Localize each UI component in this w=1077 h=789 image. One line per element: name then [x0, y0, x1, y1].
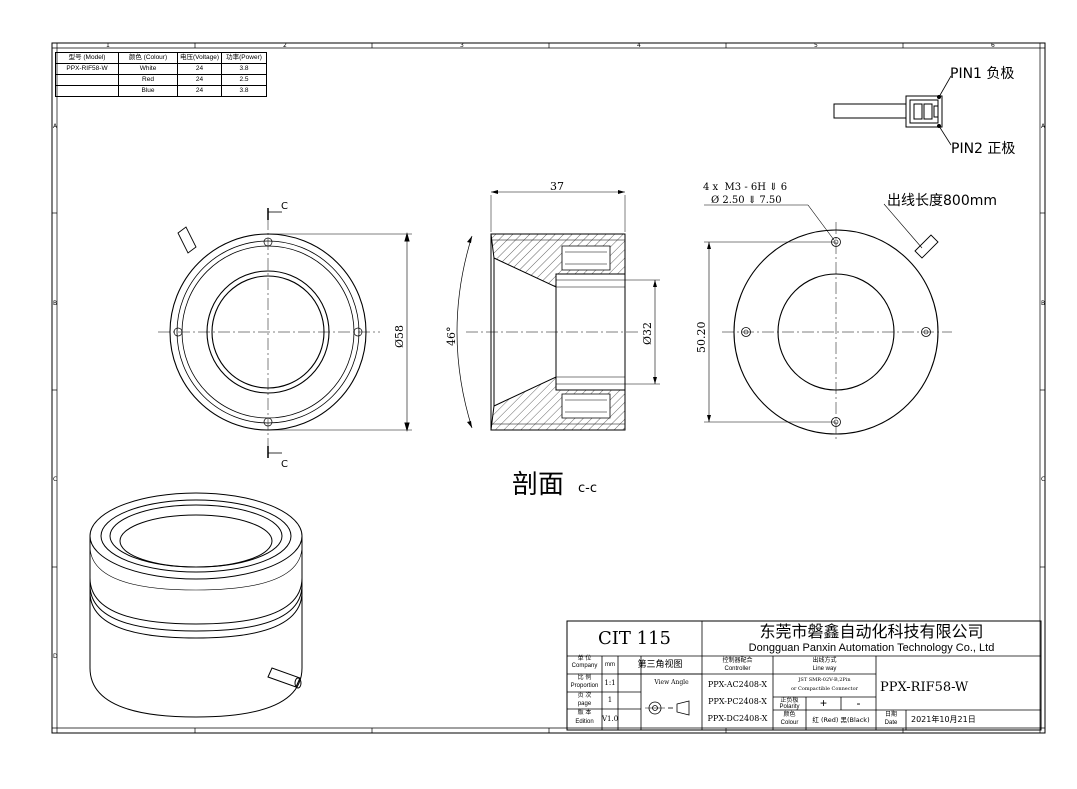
pin2-label: PIN2 正极 — [951, 141, 1015, 157]
colour-label-en: Colour — [780, 720, 799, 726]
spec-cell — [55, 74, 119, 86]
controller-label-cn: 控制器配合 — [722, 658, 753, 664]
page-label-en: page — [577, 701, 592, 707]
col-number: 1 — [106, 42, 110, 49]
dim-outer-diameter: Ø58 — [393, 325, 406, 348]
section-marker-bottom: C — [281, 459, 288, 470]
spec-table: 型号 (Model) 颜色 (Colour) 电压(Voltage) 功率(Po… — [55, 52, 268, 97]
table-row: Blue 24 3.8 — [55, 85, 268, 97]
proportion-label-en: Proportion — [570, 683, 599, 689]
doc-number: CIT 115 — [598, 628, 671, 649]
col-number: 3 — [460, 42, 464, 49]
spec-cell: 24 — [176, 85, 223, 97]
company-name-cn: 东莞市磐鑫自动化科技有限公司 — [759, 622, 984, 641]
front-view — [158, 208, 412, 458]
polarity-label-cn: 正负极 — [780, 698, 799, 704]
edition-value: V1.0 — [602, 715, 619, 723]
polarity-minus: - — [856, 696, 861, 710]
spec-cell: 2.5 — [221, 74, 268, 86]
spec-cell — [55, 85, 119, 97]
row-letter: A — [53, 123, 58, 130]
section-view — [456, 190, 660, 431]
company-name-en: Dongguan Panxin Automation Technology Co… — [748, 642, 995, 654]
drawing-frame — [51, 42, 1046, 734]
page-value: 1 — [607, 696, 613, 704]
dim-cone-angle: 46° — [445, 327, 458, 347]
title-block: CIT 115 东莞市磐鑫自动化科技有限公司 Dongguan Panxin A… — [567, 621, 1041, 730]
hole-spec-line2: Ø 2.50 ⇓ 7.50 — [711, 195, 782, 206]
spec-header-voltage: 电压(Voltage) — [176, 52, 223, 64]
unit-label-en: Company — [571, 663, 598, 669]
controller-item: PPX-AC2408-X — [707, 680, 768, 689]
spec-cell: 3.8 — [221, 63, 268, 75]
spec-cell: 24 — [176, 74, 223, 86]
controller-item: PPX-DC2408-X — [707, 714, 768, 723]
spec-header-power: 功率(Power) — [221, 52, 268, 64]
page-label: 页 次 — [577, 693, 592, 699]
edition-label: 版 本 — [577, 710, 592, 716]
unit-value: mm — [605, 662, 615, 668]
spec-header-model: 型号 (Model) — [55, 52, 119, 64]
row-letter: C — [53, 476, 57, 483]
lineway-label-cn: 出线方式 — [812, 658, 837, 664]
frame-column-numbers: 1 2 3 4 5 6 — [106, 42, 995, 49]
edition-label-en: Edition — [575, 719, 594, 725]
spec-cell: PPX-RIF58-W — [55, 63, 119, 75]
pin1-label: PIN1 负极 — [950, 66, 1014, 82]
row-letter: A — [1041, 123, 1046, 130]
third-angle-symbol — [645, 700, 690, 716]
row-letter: C — [1041, 476, 1045, 483]
row-letter: B — [53, 300, 57, 307]
lineway-value-1: JST SMR-02V-B,2Pin — [798, 677, 851, 683]
connector-diagram — [833, 75, 952, 146]
spec-cell: 24 — [176, 63, 223, 75]
date-label-en: Date — [884, 720, 898, 726]
spec-cell: White — [118, 63, 178, 75]
controller-item: PPX-PC2408-X — [708, 697, 767, 706]
controller-label-en: Controller — [724, 666, 751, 672]
hole-spec-line1: 4 x M3 - 6H ⇓ 6 — [703, 182, 787, 193]
view-angle-en: View Angle — [654, 679, 689, 686]
cable-length-label: 出线长度800mm — [887, 193, 997, 209]
view-angle-cn: 第三角视图 — [637, 660, 683, 670]
dim-pitch-circle: 50.20 — [695, 322, 708, 354]
proportion-label: 比 例 — [577, 675, 592, 681]
rear-view — [704, 203, 952, 442]
colour-label-cn: 颜色 — [783, 712, 796, 718]
lineway-value-2: or Compactible Connector — [791, 686, 858, 692]
model-number: PPX-RIF58-W — [880, 680, 969, 695]
col-number: 2 — [283, 42, 287, 49]
spec-cell: Blue — [118, 85, 178, 97]
lineway-label-en: Line way — [812, 666, 837, 672]
row-letter: D — [53, 653, 58, 660]
table-row: PPX-RIF58-W White 24 3.8 — [55, 63, 268, 75]
col-number: 4 — [637, 42, 641, 49]
table-row: Red 24 2.5 — [55, 74, 268, 86]
col-number: 6 — [991, 42, 995, 49]
section-marker-top: C — [281, 201, 288, 212]
polarity-plus: + — [819, 696, 827, 710]
dim-inner-diameter: Ø32 — [641, 322, 654, 345]
title-block-grid — [566, 620, 1042, 731]
frame-row-letters: A B C D A B C — [53, 123, 1046, 660]
date-value: 2021年10月21日 — [911, 715, 976, 724]
unit-label: 单 位 — [577, 656, 592, 662]
spec-header-colour: 颜色 (Colour) — [118, 52, 178, 64]
row-letter: B — [1041, 300, 1045, 307]
isometric-view — [89, 492, 303, 718]
spec-table-header: 型号 (Model) 颜色 (Colour) 电压(Voltage) 功率(Po… — [55, 52, 268, 64]
section-caption-sub: c-c — [578, 481, 597, 496]
spec-cell: 3.8 — [221, 85, 268, 97]
date-label-cn: 日期 — [884, 712, 897, 718]
dim-width: 37 — [550, 180, 564, 193]
section-caption: 剖面 — [512, 470, 564, 500]
col-number: 5 — [814, 42, 818, 49]
spec-cell: Red — [118, 74, 178, 86]
polarity-label-en: Polarity — [779, 704, 800, 710]
colour-value: 红 (Red) 黑(Black) — [812, 716, 870, 724]
proportion-value: 1:1 — [604, 679, 616, 687]
